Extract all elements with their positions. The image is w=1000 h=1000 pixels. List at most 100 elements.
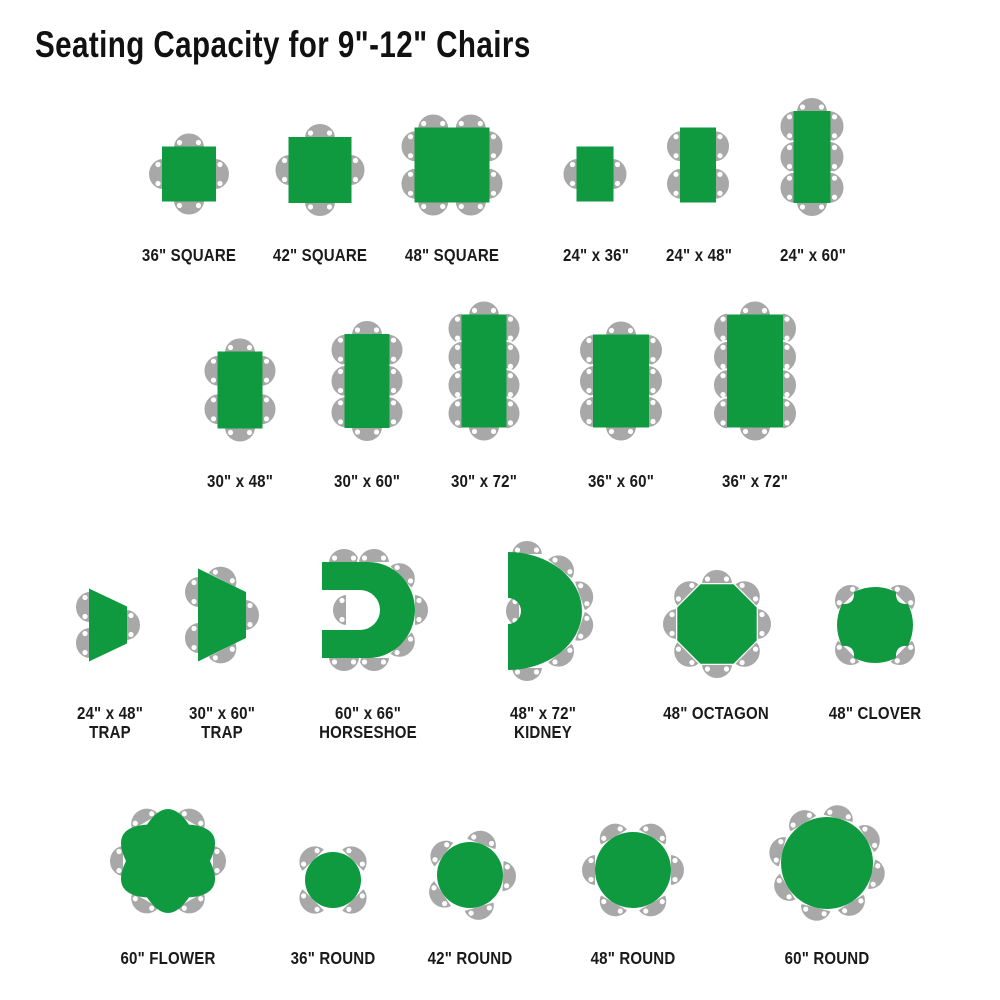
- chair-icon: [446, 368, 464, 403]
- figure-48x72-kidney: [504, 539, 600, 683]
- chair-icon: [202, 392, 220, 427]
- figure-48-round: [580, 815, 686, 925]
- chair-icon: [416, 112, 451, 130]
- label-42-round: 42" ROUND: [427, 948, 513, 968]
- chair-icon: [329, 364, 347, 398]
- chair-icon: [453, 112, 488, 130]
- chair-icon: [487, 129, 505, 164]
- label-30x60: 30" x 60": [333, 471, 401, 491]
- figure-36x72-rect: [712, 299, 798, 443]
- label-24x48: 24" x 48": [665, 245, 733, 265]
- label-30x72: 30" x 72": [450, 471, 518, 491]
- tabletop-24x48-rect: [680, 127, 716, 203]
- tabletop-48x72-kidney: [508, 552, 582, 670]
- page-title: Seating Capacity for 9"-12" Chairs: [35, 24, 531, 65]
- figure-24x36-rect: [561, 146, 629, 202]
- figure-48-octagon: [661, 568, 773, 680]
- tabletop-36-round: [305, 852, 361, 908]
- chair-icon: [604, 319, 638, 337]
- chair-icon: [467, 425, 501, 443]
- chair-icon: [828, 140, 846, 174]
- chair-icon: [781, 396, 798, 431]
- chair-icon: [273, 153, 291, 187]
- chair-icon: [500, 859, 519, 894]
- tabletop-42-square: [288, 137, 352, 203]
- chair-icon: [446, 339, 464, 374]
- chair-icon: [74, 626, 91, 660]
- chair-icon: [108, 844, 125, 878]
- figure-60-flower: [108, 800, 228, 922]
- figure-30x60-trap: [183, 559, 261, 671]
- chair-icon: [172, 199, 206, 217]
- chair-icon: [329, 395, 347, 430]
- chair-icon: [349, 153, 367, 187]
- chair-icon: [669, 853, 686, 887]
- tabletop-30x72-rect: [461, 314, 507, 428]
- chair-icon: [781, 339, 798, 374]
- label-48-round: 48" ROUND: [590, 948, 676, 968]
- chair-icon: [223, 336, 257, 354]
- chair-icon: [172, 131, 206, 149]
- tabletop-48-square: [414, 127, 490, 203]
- chair-icon: [604, 425, 638, 443]
- chair-icon: [647, 395, 664, 429]
- chair-icon: [357, 547, 391, 564]
- figure-48-square: [399, 112, 505, 218]
- tabletop-60x66-horseshoe: [322, 562, 415, 658]
- chair-icon: [211, 844, 228, 878]
- label-48-square: 48" SQUARE: [404, 245, 500, 265]
- chair-icon: [778, 170, 796, 205]
- chair-icon: [795, 201, 829, 218]
- chair-icon: [504, 311, 522, 346]
- label-24x48-trap: 24" x 48"TRAP: [76, 703, 144, 742]
- tabletop-36-square: [162, 146, 216, 202]
- tabletop-48-round: [595, 832, 671, 908]
- chair-icon: [183, 621, 200, 655]
- label-36x60: 36" x 60": [587, 471, 655, 491]
- label-horseshoe: 60" x 66"HORSESHOE: [319, 703, 417, 742]
- chair-icon: [413, 593, 430, 627]
- chair-icon: [74, 590, 91, 624]
- chair-icon: [647, 364, 664, 398]
- chair-icon: [714, 166, 731, 201]
- chair-icon: [738, 425, 772, 443]
- figure-30x60-rect: [329, 319, 405, 443]
- chair-icon: [387, 332, 405, 367]
- chair-icon: [712, 396, 729, 431]
- chair-icon: [504, 368, 522, 403]
- chair-icon: [350, 426, 384, 443]
- label-36x72: 36" x 72": [721, 471, 789, 491]
- label-36-round: 36" ROUND: [290, 948, 376, 968]
- chair-icon: [350, 319, 384, 336]
- chair-icon: [578, 364, 595, 398]
- tabletop-48-clover: [837, 587, 913, 663]
- tabletop-36x60-rect: [593, 334, 649, 428]
- chair-icon: [611, 157, 629, 191]
- chair-icon: [399, 166, 417, 201]
- chair-icon: [561, 157, 579, 191]
- figure-24x48-rect: [665, 127, 731, 203]
- label-flower: 60" FLOWER: [120, 948, 216, 968]
- chair-icon: [712, 311, 729, 346]
- chair-icon: [303, 122, 337, 139]
- tabletop-36x72-rect: [727, 314, 783, 428]
- chair-icon: [714, 129, 731, 164]
- label-24x60: 24" x 60": [779, 245, 847, 265]
- tabletop-60-round: [781, 817, 873, 909]
- chair-icon: [223, 426, 257, 444]
- chair-icon: [578, 333, 595, 367]
- chair-icon: [828, 109, 846, 144]
- figure-36x60-rect: [578, 319, 664, 443]
- chair-icon: [712, 368, 729, 403]
- chair-icon: [446, 311, 464, 346]
- label-60-round: 60" ROUND: [784, 948, 870, 968]
- figure-42-square: [273, 122, 367, 218]
- chair-icon: [327, 656, 361, 673]
- tabletop-30x60-rect: [344, 334, 390, 428]
- tabletop-24x48-trap: [89, 588, 127, 662]
- label-30x48: 30" x 48": [206, 471, 274, 491]
- chair-icon: [467, 299, 501, 317]
- label-24x36: 24" x 36": [562, 245, 630, 265]
- chair-icon: [183, 575, 200, 609]
